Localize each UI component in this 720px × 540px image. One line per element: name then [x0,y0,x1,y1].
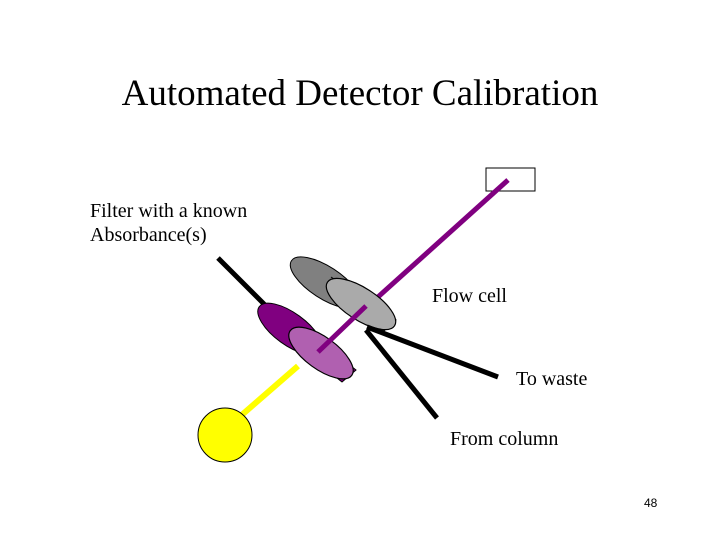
flow-cell-label: Flow cell [432,285,507,307]
slide-title: Automated Detector Calibration [121,73,599,114]
detector-box [485,167,536,192]
purple-beam-segment [316,304,368,354]
filter-label-line1: Filter with a known [90,200,248,222]
waste-tube [366,324,499,380]
filter-label-line2: Absorbance(s) [90,224,207,246]
from-column-label: From column [450,428,559,450]
purple-light-beam [366,178,510,308]
filter-label: Filter with a known Absorbance(s) [90,199,247,247]
to-waste-label: To waste [516,368,588,390]
lamp-bulb [197,407,253,463]
page-number: 48 [644,496,658,510]
column-tube [364,328,439,420]
yellow-light-beam [234,363,300,423]
